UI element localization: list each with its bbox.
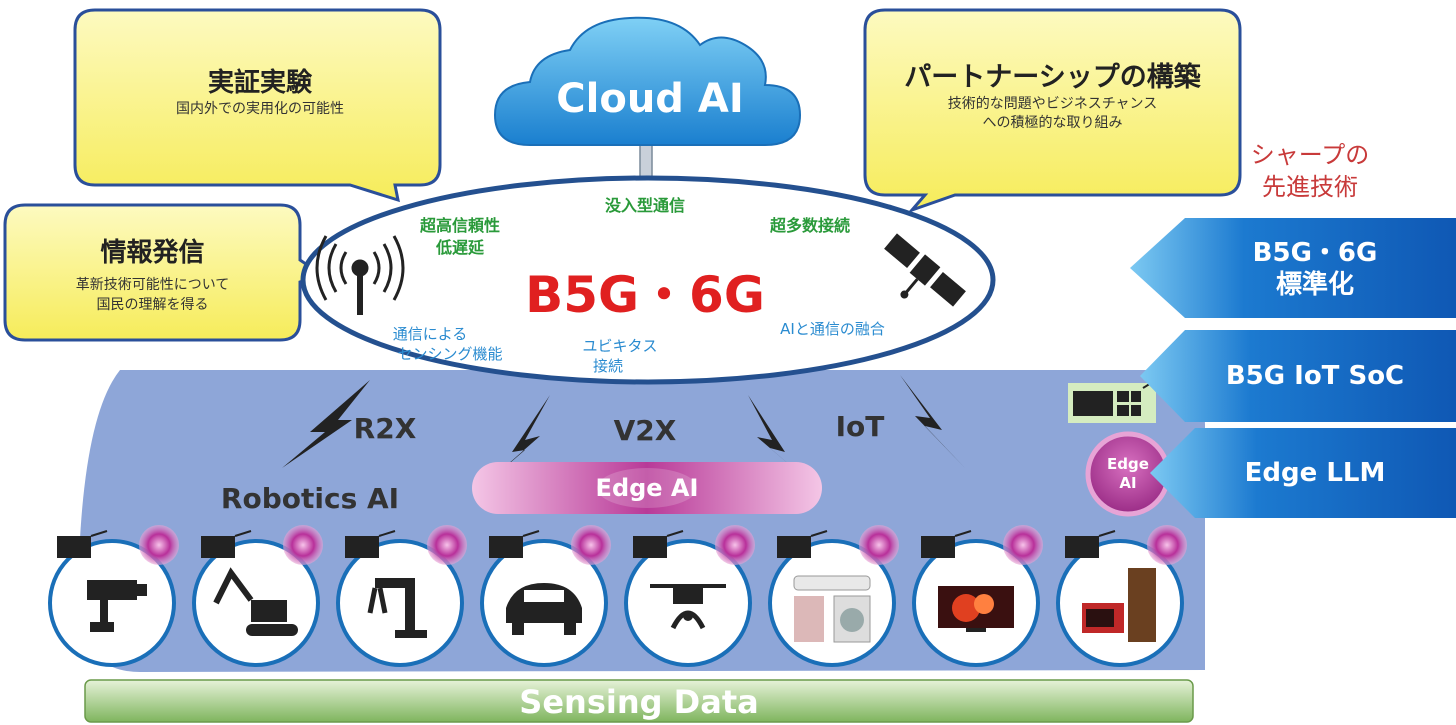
- sensing-data-label: Sensing Data: [519, 683, 759, 721]
- tech-arrow-3-line1: Edge LLM: [1244, 458, 1386, 488]
- soc-chip-icon: [1068, 373, 1163, 423]
- feature-reliability-line1: 超高信頼性: [419, 216, 500, 235]
- device-5: [624, 525, 755, 667]
- tech-arrow-1-line1: B5G・6G: [1252, 238, 1378, 268]
- edge-ai-badge-line1: Edge: [1107, 455, 1149, 473]
- tech-arrow-llm: [1150, 428, 1456, 518]
- device-7: [912, 525, 1043, 667]
- cloud-ai-label: Cloud AI: [556, 76, 744, 122]
- sharp-tech-line2: 先進技術: [1262, 173, 1358, 201]
- home-appliances-icon: [793, 575, 871, 643]
- device-chip-tag: [633, 530, 684, 558]
- b5g-title: B5G・6G: [525, 266, 765, 324]
- lightning-iot-icon: [900, 375, 965, 468]
- robotics-ai-label: Robotics AI: [220, 482, 400, 515]
- trial-callout-subtitle: 国内外での実用化の可能性: [176, 101, 344, 117]
- device-edge-ai-dot: [283, 525, 323, 565]
- sharp-tech-line1: シャープの: [1250, 141, 1370, 169]
- feature-immersive: 没入型通信: [604, 196, 685, 215]
- tech-arrow-soc: [1140, 330, 1456, 422]
- device-chip-tag: [921, 530, 972, 558]
- partnership-callout-bubble: [863, 8, 1242, 214]
- device-edge-ai-dot: [1003, 525, 1043, 565]
- trial-callout-title: 実証実験: [207, 68, 312, 98]
- robot-arm-icon: [367, 578, 427, 638]
- edge-ai-pill-label: Edge AI: [595, 474, 699, 502]
- partnership-callout-subtitle-line1: 技術的な問題やビジネスチャンス: [947, 96, 1158, 112]
- device-chip-tag: [489, 530, 540, 558]
- lightning-v2x-left-icon: [490, 395, 550, 480]
- edge-ai-badge-line2: AI: [1119, 474, 1137, 492]
- link-v2x-label: V2X: [613, 414, 677, 447]
- device-chip-tag: [1065, 530, 1116, 558]
- info-callout-title: 情報発信: [100, 238, 205, 268]
- device-edge-ai-dot: [571, 525, 611, 565]
- device-edge-ai-dot: [859, 525, 899, 565]
- device-edge-ai-dot: [715, 525, 755, 565]
- feature-sensing-line2: センシング機能: [397, 345, 503, 363]
- cloud-shape: [493, 16, 802, 146]
- device-edge-ai-dot: [139, 525, 179, 565]
- link-iot-label: IoT: [835, 410, 885, 443]
- satellite-icon: [884, 233, 966, 307]
- device-2: [192, 525, 323, 667]
- drone-icon: [650, 584, 726, 630]
- sensing-data-bar: [84, 679, 1194, 723]
- partnership-callout-subtitle-line2: への積極的な取り組み: [982, 115, 1123, 131]
- television-icon: [938, 586, 1014, 632]
- b5g-ellipse: [300, 175, 996, 385]
- device-chip-tag: [201, 530, 252, 558]
- trial-callout-bubble: [73, 8, 442, 203]
- feature-ubiquitous-line2: 接続: [592, 357, 623, 375]
- lightning-r2x-icon: [282, 380, 370, 468]
- feature-reliability-line2: 低遅延: [435, 238, 484, 257]
- feature-sensing-line1: 通信による: [392, 325, 468, 343]
- device-6: [768, 525, 899, 667]
- tech-arrow-standardization: [1130, 218, 1456, 318]
- edge-ai-pill: [472, 462, 822, 514]
- link-r2x-label: R2X: [353, 412, 417, 445]
- feature-ai-fusion: AIと通信の融合: [780, 320, 885, 338]
- device-1: [48, 525, 179, 667]
- device-edge-ai-dot: [427, 525, 467, 565]
- security-camera-icon: [87, 580, 147, 632]
- tech-arrow-2-line1: B5G IoT SoC: [1225, 361, 1405, 391]
- info-callout-subtitle-line2: 国民の理解を得る: [96, 297, 209, 313]
- feature-massive: 超多数接続: [769, 216, 850, 235]
- devices-layer: [48, 525, 1187, 667]
- partnership-callout-title: パートナーシップの構築: [904, 62, 1201, 93]
- feature-ubiquitous-line1: ユビキタス: [582, 337, 658, 355]
- info-callout-bubble: [3, 203, 326, 342]
- car-icon: [506, 583, 582, 635]
- tech-arrow-1-line2: 標準化: [1275, 270, 1354, 300]
- device-chip-tag: [345, 530, 396, 558]
- kitchen-appliances-icon: [1082, 568, 1156, 642]
- device-8: [1056, 525, 1187, 667]
- device-3: [336, 525, 467, 667]
- device-4: [480, 525, 611, 667]
- device-edge-ai-dot: [1147, 525, 1187, 565]
- device-chip-tag: [777, 530, 828, 558]
- antenna-icon: [315, 235, 405, 315]
- excavator-icon: [213, 567, 298, 636]
- device-chip-tag: [57, 530, 108, 558]
- info-callout-subtitle-line1: 革新技術可能性について: [75, 277, 230, 293]
